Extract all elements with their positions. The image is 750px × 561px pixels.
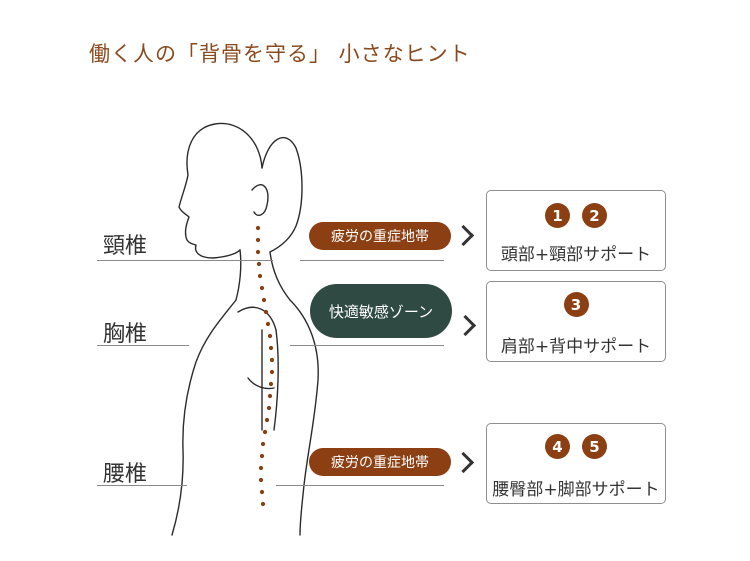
thoracic-ref-line-right (290, 345, 444, 346)
lumbar-stress-pill: 疲労の重症地帯 (309, 448, 451, 476)
arm-bottom-outline (247, 377, 275, 390)
support-box-waist-legs: 4 5 腰臀部+脚部サポート (486, 423, 666, 504)
badge-2: 2 (582, 203, 607, 228)
ear-outline (251, 184, 269, 217)
cervical-ref-line-left (97, 260, 273, 261)
badge-3: 3 (563, 292, 589, 317)
back-outline (289, 299, 319, 536)
spine-dots (255, 225, 275, 507)
neck-front-outline (235, 249, 242, 301)
lumbar-ref-line-right (276, 485, 444, 486)
label-lumbar: 腰椎 (103, 462, 148, 487)
support-box-head-neck: 1 2 頭部+頸部サポート (486, 190, 666, 271)
shoulder-outline (237, 306, 277, 331)
arm-outline (261, 329, 279, 431)
back-of-head-outline (261, 136, 303, 253)
support-box-shoulder-back: 3 肩部+背中サポート (486, 281, 666, 362)
cervical-ref-line-right (300, 260, 444, 261)
page-title: 働く人の「背骨を守る」 小さなヒント (89, 42, 471, 66)
head-outline (178, 122, 263, 259)
neck-back-outline (269, 251, 291, 301)
thoracic-comfort-pill: 快適敏感ゾーン (310, 284, 452, 338)
badge-5: 5 (582, 434, 607, 459)
support-box-label: 肩部+背中サポート (500, 337, 652, 357)
support-box-label: 頭部+頸部サポート (500, 245, 652, 265)
cervical-stress-pill: 疲労の重症地帯 (309, 222, 451, 250)
support-box-label: 腰臀部+脚部サポート (492, 480, 660, 500)
label-cervical: 頸椎 (103, 234, 148, 259)
lumbar-ref-line-left (97, 485, 187, 486)
badge-1: 1 (545, 203, 570, 228)
label-thoracic: 胸椎 (103, 322, 148, 347)
chest-outline (171, 299, 237, 536)
thoracic-ref-line-left (97, 345, 189, 346)
badge-4: 4 (545, 434, 570, 459)
